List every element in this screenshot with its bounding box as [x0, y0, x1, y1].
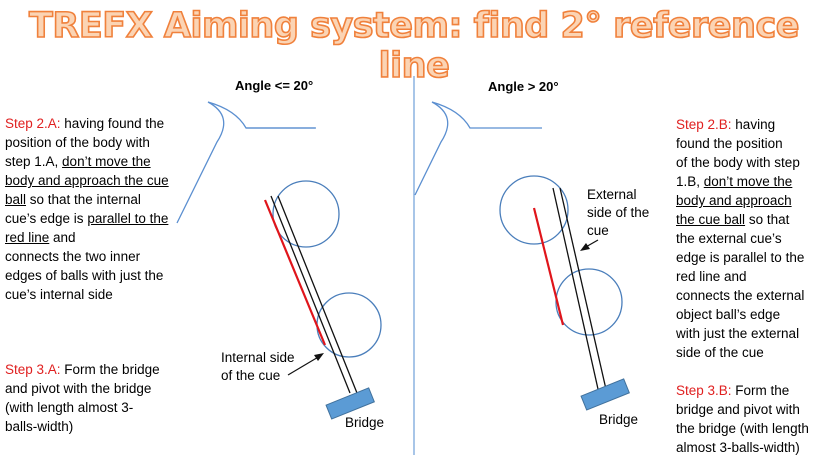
step-2b-line: connects the external [676, 288, 805, 303]
left-angle-heading: Angle <= 20° [235, 78, 314, 93]
right-cue-ball [555, 268, 623, 336]
step-2b-underlined: don’t move the [703, 174, 793, 189]
cue-label-line: of the cue [221, 368, 281, 383]
cue-label-line: side of the [587, 205, 650, 220]
left-reference-line [263, 199, 327, 346]
step-2a-line: and [49, 230, 76, 245]
right-cue-inner-edge [552, 187, 601, 399]
right-player-outline [414, 101, 542, 196]
left-cue-label-arrowhead [314, 353, 324, 361]
step-2b-line: object ball’s edge [676, 307, 781, 322]
cue-label-line: cue [587, 223, 609, 238]
step-3b-line: Form the [731, 383, 790, 398]
left-cue-side-label: Internal side of the cue [221, 349, 295, 385]
cue-label-line: Internal side [221, 350, 295, 365]
step-2b-line: with just the external [676, 326, 800, 341]
step-3a-label: Step 3.A: [5, 362, 61, 377]
right-cue-label-arrowhead [580, 243, 590, 251]
left-cue-label-arrow [287, 355, 321, 376]
step-2b-line: edge is parallel to the [676, 250, 805, 265]
right-bridge [580, 378, 630, 411]
left-bridge [325, 387, 375, 420]
step-2a-underlined: body and approach the cue [5, 173, 169, 188]
left-player-outline [176, 101, 316, 224]
step-2a-label: Step 2.A: [5, 116, 61, 131]
step-3a-line: and pivot with the bridge [5, 381, 152, 396]
page-title: TREFX Aiming system: find 2° reference l… [28, 5, 800, 87]
left-cue-outer-edge [277, 195, 358, 394]
step-2a-line: position of the body with [5, 135, 150, 150]
step-2a-line: step 1.A, [5, 154, 63, 169]
step-2b-line: the external cue’s [676, 231, 782, 246]
right-step-2b-text: Step 2.B: having found the position of t… [676, 115, 804, 362]
left-cue-inner-edge [270, 195, 351, 394]
step-3b-line: almost 3-balls-width) [676, 440, 800, 455]
left-step-2a-text: Step 2.A: having found the position of t… [5, 114, 169, 304]
step-3b-line: the bridge (with length [676, 421, 809, 436]
step-2a-underlined: parallel to the [87, 211, 169, 226]
step-2a-line: edges of balls with just the [5, 268, 164, 283]
step-2a-line: cue’s internal side [5, 287, 113, 302]
step-3b-line: bridge and pivot with [676, 402, 800, 417]
step-2b-line: red line and [676, 269, 747, 284]
step-2b-line: side of the cue [676, 345, 764, 360]
step-2b-line: of the body with step [676, 155, 800, 170]
right-angle-heading: Angle > 20° [488, 79, 559, 94]
step-3a-line: (with length almost 3- [5, 400, 134, 415]
step-2a-line: having found the [60, 116, 165, 131]
step-3a-line: Form the bridge [60, 362, 160, 377]
step-3b-label: Step 3.B: [676, 383, 732, 398]
step-2a-line: so that the internal [26, 192, 141, 207]
right-cue-outer-edge [559, 187, 609, 399]
step-2b-line: having [731, 117, 776, 132]
step-2a-line: cue’s edge is [5, 211, 88, 226]
step-2a-underlined: ball [5, 192, 27, 207]
cue-label-line: External [587, 187, 637, 202]
left-object-ball [272, 180, 340, 248]
step-2b-underlined: body and approach [676, 193, 792, 208]
right-bridge-label: Bridge [599, 412, 639, 427]
right-step-3b-text: Step 3.B: Form the bridge and pivot with… [676, 381, 809, 457]
right-reference-line [532, 207, 565, 326]
left-bridge-label: Bridge [345, 415, 385, 430]
right-cue-side-label: External side of the cue [587, 186, 649, 240]
step-2b-underlined: the cue ball [676, 212, 746, 227]
step-3a-line: balls-width) [5, 419, 74, 434]
step-2b-line: so that [745, 212, 790, 227]
step-2a-line: connects the two inner [5, 249, 141, 264]
step-2b-line: found the position [676, 136, 783, 151]
right-object-ball [499, 175, 569, 245]
step-2a-underlined: don’t move the [62, 154, 151, 169]
step-2b-line: 1.B, [676, 174, 704, 189]
step-2b-label: Step 2.B: [676, 117, 732, 132]
left-cue-ball [316, 292, 382, 358]
left-step-3a-text: Step 3.A: Form the bridge and pivot with… [5, 360, 160, 436]
step-2a-underlined: red line [5, 230, 50, 245]
